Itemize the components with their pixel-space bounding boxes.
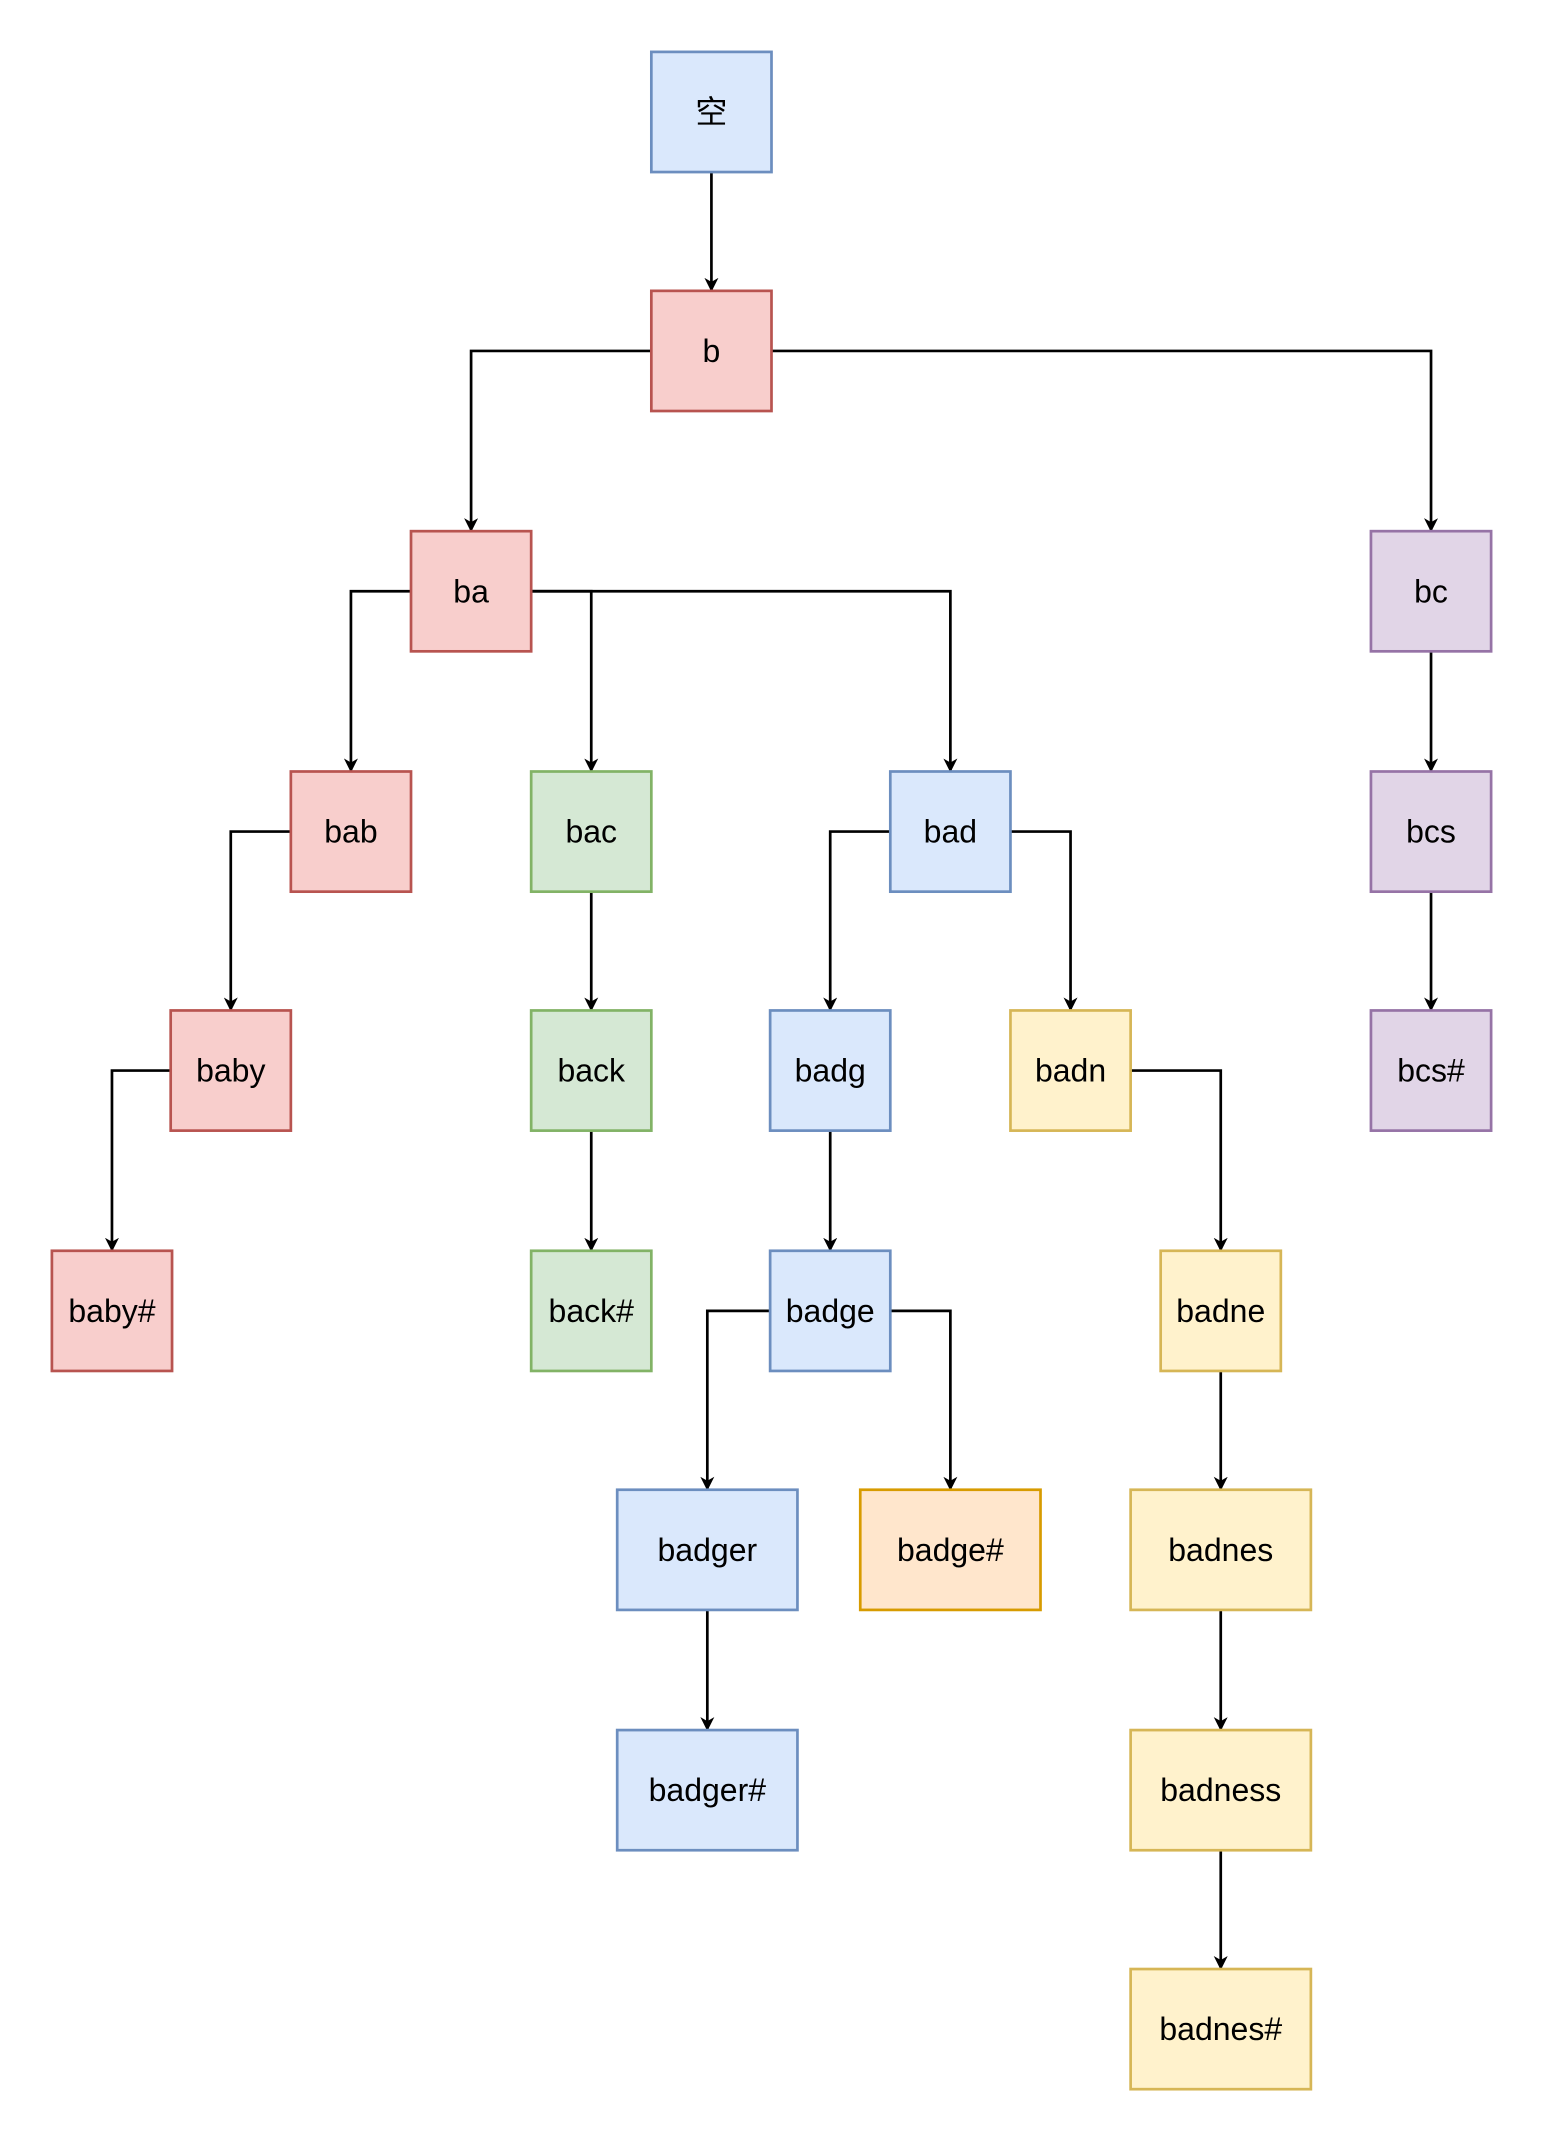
- edge-baby-to-baby_end: [104, 1069, 171, 1252]
- node-box: [649, 289, 773, 413]
- node-back: back: [529, 1009, 653, 1132]
- node-bcs-end: bcs#: [1369, 1009, 1493, 1132]
- node-label: 空: [695, 94, 727, 130]
- node-box: [615, 1728, 799, 1852]
- node-label: back#: [549, 1293, 635, 1329]
- edge-b-to-ba: [464, 349, 652, 533]
- node-ba: ba: [409, 529, 533, 653]
- node-baby-end: baby#: [50, 1249, 174, 1373]
- node-label: badge#: [897, 1532, 1004, 1568]
- edge-b-to-bc: [771, 349, 1439, 533]
- node-box: [529, 770, 653, 894]
- node-box: [1009, 1009, 1132, 1132]
- node-label: bcs: [1406, 814, 1456, 850]
- node-box: [1129, 1728, 1313, 1852]
- node-badne: badne: [1159, 1249, 1283, 1373]
- node-badg: badg: [768, 1009, 892, 1132]
- node-badn: badn: [1009, 1009, 1132, 1132]
- node-root: 空: [649, 50, 773, 174]
- node-box: [1369, 770, 1493, 894]
- node-label: badger: [658, 1532, 758, 1568]
- node-label: bc: [1414, 573, 1448, 609]
- node-badge-end: badge#: [858, 1488, 1042, 1612]
- node-badge: badge: [768, 1249, 892, 1373]
- node-label: bcs#: [1397, 1053, 1465, 1089]
- node-label: badger#: [649, 1772, 767, 1808]
- node-box: [529, 1009, 653, 1132]
- edges-layer: [104, 172, 1439, 1971]
- node-box: [1129, 1488, 1313, 1612]
- node-label: b: [703, 333, 721, 369]
- node-label: badg: [795, 1053, 866, 1089]
- node-bac: bac: [529, 770, 653, 894]
- node-box: [1129, 1967, 1313, 2091]
- node-box: [768, 1009, 892, 1132]
- node-badness: badness: [1129, 1728, 1313, 1852]
- node-label: back: [557, 1053, 626, 1089]
- node-label: badnes: [1168, 1532, 1273, 1568]
- nodes-layer: 空 b ba bc bab bac bad bcs baby back badg badn bcs# ba…: [50, 50, 1493, 2091]
- node-label: badge: [786, 1293, 875, 1329]
- node-label: baby#: [68, 1293, 155, 1329]
- node-box: [409, 529, 533, 653]
- node-badger: badger: [615, 1488, 799, 1612]
- node-label: bad: [924, 814, 977, 850]
- edge-badge-to-badger: [700, 1309, 771, 1491]
- edge-bab-to-baby: [223, 830, 291, 1012]
- node-badnes: badnes: [1129, 1488, 1313, 1612]
- node-label: ba: [453, 573, 489, 609]
- edge-ba-to-bab: [343, 589, 412, 773]
- node-box: [50, 1249, 174, 1373]
- node-box: [649, 50, 773, 174]
- node-back-end: back#: [529, 1249, 653, 1373]
- edge-bad-to-badg: [823, 830, 891, 1012]
- node-box: [1159, 1249, 1283, 1373]
- edge-ba-to-bad: [531, 589, 958, 773]
- node-label: badn: [1035, 1053, 1106, 1089]
- node-label: bab: [324, 814, 377, 850]
- node-box: [888, 770, 1012, 894]
- node-box: [1369, 529, 1493, 653]
- node-bab: bab: [289, 770, 413, 894]
- node-box: [615, 1488, 799, 1612]
- node-label: badness: [1160, 1772, 1281, 1808]
- node-box: [169, 1009, 293, 1132]
- node-box: [289, 770, 413, 894]
- node-baby: baby: [169, 1009, 293, 1132]
- node-box: [529, 1249, 653, 1373]
- node-box: [768, 1249, 892, 1373]
- node-label: baby: [196, 1053, 265, 1089]
- node-badnes-end: badnes#: [1129, 1967, 1313, 2091]
- node-badger-end: badger#: [615, 1728, 799, 1852]
- edge-ba-to-bac: [531, 589, 599, 773]
- node-label: bac: [565, 814, 617, 850]
- node-box: [1369, 1009, 1493, 1132]
- node-bad: bad: [888, 770, 1012, 894]
- node-bc: bc: [1369, 529, 1493, 653]
- node-b: b: [649, 289, 773, 413]
- node-label: badnes#: [1159, 2011, 1282, 2047]
- edge-badge-to-badge_end: [890, 1309, 958, 1491]
- edge-badn-to-badne: [1130, 1069, 1228, 1252]
- node-label: badne: [1176, 1293, 1265, 1329]
- node-bcs: bcs: [1369, 770, 1493, 894]
- node-box: [858, 1488, 1042, 1612]
- edge-bad-to-badn: [1010, 830, 1078, 1012]
